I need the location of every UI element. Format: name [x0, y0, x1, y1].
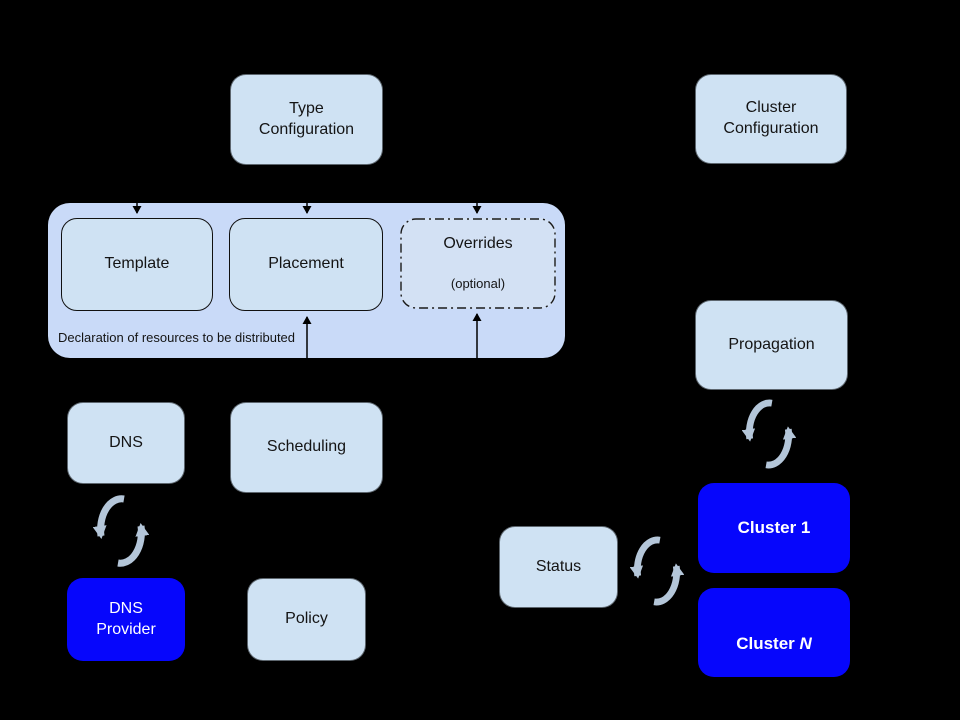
declaration-caption: Declaration of resources to be distribut… — [58, 330, 296, 345]
node-overrides: Overrides (optional) — [400, 218, 556, 309]
node-cluster-n: Cluster N — [698, 588, 850, 677]
sync-icon-propagation-to-cluster-1 — [742, 399, 796, 469]
cluster-n-italic-n: N — [799, 633, 812, 653]
node-dns: DNS — [67, 402, 185, 484]
node-template: Template — [61, 218, 213, 311]
node-cluster-1: Cluster 1 — [698, 483, 850, 573]
overrides-optional-label: (optional) — [450, 275, 506, 291]
node-scheduling: Scheduling — [230, 402, 383, 493]
sync-icon-dns-to-dns-provider — [93, 495, 149, 567]
node-dns-provider: DNS Provider — [67, 578, 185, 661]
node-type-configuration: Type Configuration — [230, 74, 383, 165]
node-propagation: Propagation — [695, 300, 848, 390]
node-policy: Policy — [247, 578, 366, 661]
overrides-label: Overrides — [443, 235, 513, 253]
node-placement: Placement — [229, 218, 383, 311]
node-status: Status — [499, 526, 618, 608]
node-cluster-configuration: Cluster Configuration — [695, 74, 847, 164]
sync-icon-status-to-cluster-1 — [630, 536, 684, 606]
cluster-n-prefix: Cluster — [736, 633, 800, 653]
